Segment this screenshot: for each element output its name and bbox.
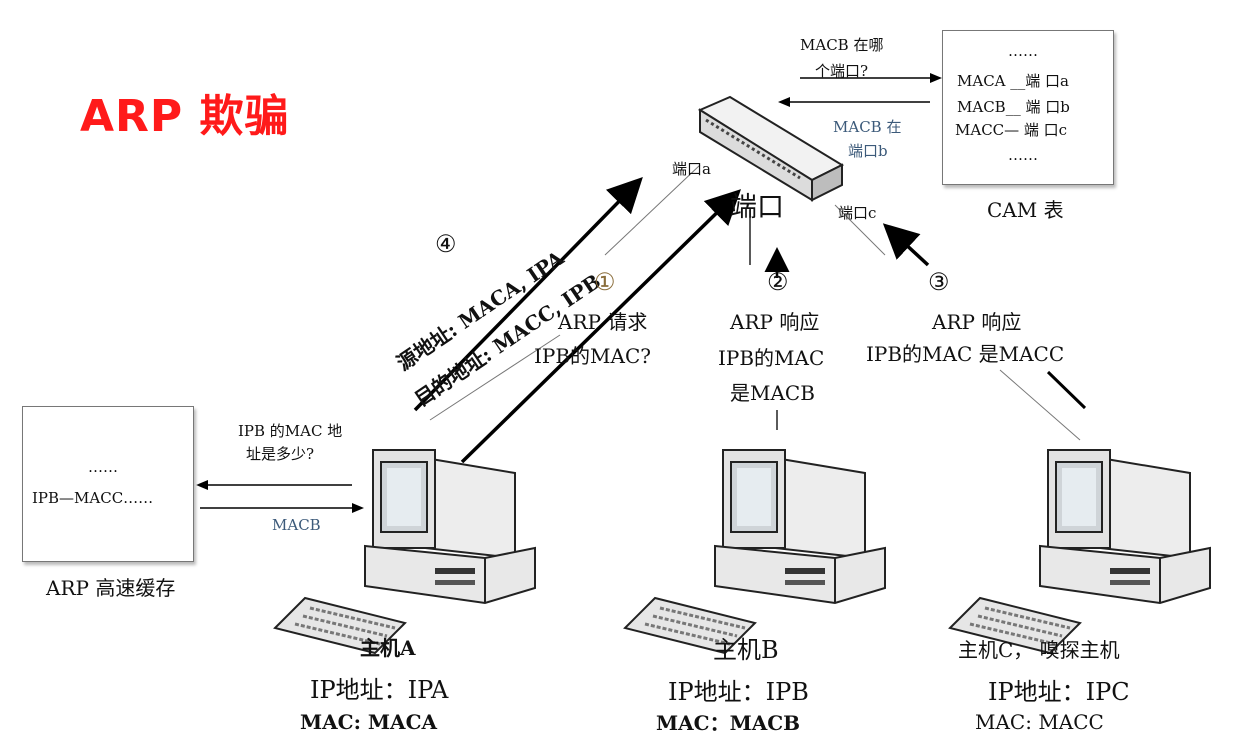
step3-number: ③ — [928, 268, 950, 296]
step3-text: ARP 响应 — [932, 310, 1022, 334]
port-label: 端口 — [730, 192, 784, 223]
host-b-name: 主机B — [713, 636, 779, 664]
step3-text: IPB的MAC 是MACC — [866, 342, 1065, 366]
arp-cache — [22, 406, 194, 562]
computer-b-icon — [623, 448, 887, 655]
switch-answer: 端口b — [848, 142, 888, 160]
step1-number: ① — [594, 268, 616, 296]
cam-caption: CAM 表 — [987, 198, 1064, 222]
step1-text: IPB的MAC? — [534, 344, 652, 368]
host-b-mac: MAC：MACB — [656, 711, 801, 735]
port-a-label: 端口a — [672, 160, 711, 178]
host-c-name: 主机C， 嗅探主机 — [958, 638, 1120, 662]
step2-text: IPB的MAC — [718, 346, 825, 370]
arp-cache-query: IPB 的MAC 地 — [238, 422, 343, 440]
host-c-ip: IP地址：IPC — [988, 678, 1130, 706]
host-a-mac: MAC: MACA — [300, 710, 438, 734]
host-a-ip: IP地址：IPA — [310, 676, 449, 704]
cam-dots-top: …… — [1008, 42, 1038, 60]
step4-number: ④ — [435, 230, 457, 258]
arp-cache-dots: …… — [88, 458, 118, 476]
host-a-name: 主机A — [360, 636, 416, 660]
step2-text: ARP 响应 — [730, 310, 820, 334]
step2-text: 是MACB — [730, 381, 815, 405]
switch-icon — [697, 95, 845, 202]
computer-a-icon — [273, 448, 537, 655]
arp-cache-reply: MACB — [272, 516, 321, 534]
arp-cache-query: 址是多少? — [246, 445, 315, 463]
cam-table — [942, 30, 1114, 185]
cam-dots-bottom: …… — [1008, 146, 1038, 164]
step2-number: ② — [767, 268, 789, 296]
arp-cache-entry: IPB—MACC…… — [32, 489, 154, 507]
switch-query: MACB 在哪 — [800, 36, 884, 54]
host-c-mac: MAC: MACC — [975, 710, 1104, 734]
arp-cache-caption: ARP 高速缓存 — [46, 576, 176, 600]
computer-c-icon — [948, 448, 1212, 655]
switch-answer: MACB 在 — [833, 118, 902, 136]
diagram-title: ARP 欺骗 — [80, 91, 290, 142]
cam-row: MACA __端 口a — [957, 72, 1069, 90]
host-b-ip: IP地址：IPB — [668, 678, 809, 706]
port-c-label: 端口c — [838, 204, 877, 222]
cam-row: MACC— 端 口c — [955, 121, 1068, 139]
step1-text: ARP 请求 — [558, 310, 648, 334]
cam-row: MACB__ 端 口b — [957, 98, 1070, 116]
switch-query: 个端口? — [815, 62, 869, 80]
